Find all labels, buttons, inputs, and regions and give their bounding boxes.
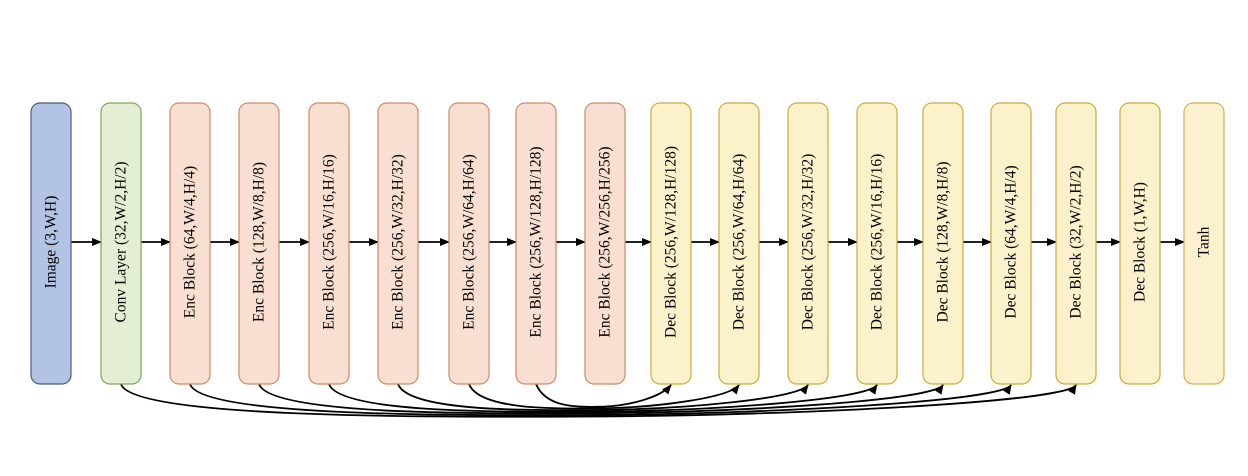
block-enc5: Enc Block (256,W/64,H/64): [448, 102, 490, 385]
block-label-dec6: Dec Block (64,W/4,H/4): [1003, 165, 1020, 318]
block-enc4: Enc Block (256,W/32,H/32): [377, 102, 419, 385]
block-dec7: Dec Block (32,W/2,H/2): [1055, 102, 1097, 385]
block-box-dec1: [650, 102, 692, 385]
block-label-image: Image (3,W,H): [43, 196, 60, 289]
block-box-dec4: [856, 102, 898, 385]
block-label-dec7: Dec Block (32,W/2,H/2): [1068, 165, 1085, 318]
block-label-dec1: Dec Block (256,W/128,H/128): [663, 146, 680, 338]
block-dec4: Dec Block (256,W/16,H/16): [856, 102, 898, 385]
block-dec1: Dec Block (256,W/128,H/128): [650, 102, 692, 385]
block-box-enc5: [448, 102, 490, 385]
block-box-dec3: [787, 102, 829, 385]
block-box-tanh: [1183, 102, 1225, 385]
block-tanh: Tanh: [1183, 102, 1225, 385]
block-box-dec7: [1055, 102, 1097, 385]
block-label-enc7: Enc Block (256,W/256,H/256): [597, 146, 614, 337]
block-label-enc2: Enc Block (128,W/8,H/8): [251, 162, 268, 322]
block-label-dec4: Dec Block (256,W/16,H/16): [869, 154, 886, 331]
block-label-enc6: Enc Block (256,W/128,H/128): [528, 146, 545, 337]
block-label-enc5: Enc Block (256,W/64,H/64): [461, 154, 478, 330]
skip-arrow-enc2-to-dec5: [258, 383, 944, 415]
skip-arrow-enc4-to-dec3: [397, 383, 809, 412]
skip-arrow-enc6-to-dec1: [535, 383, 672, 408]
block-conv: Conv Layer (32,W/2,H/2): [100, 102, 142, 385]
block-label-tanh: Tanh: [1196, 226, 1213, 257]
block-box-image: [30, 102, 72, 385]
block-enc1: Enc Block (64,W/4,H/4): [169, 102, 211, 385]
block-dec2: Dec Block (256,W/64,H/64): [718, 102, 760, 385]
network-blocks: Image (3,W,H) Conv Layer (32,W/2,H/2) Enc …: [30, 102, 1225, 385]
block-label-conv: Conv Layer (32,W/2,H/2): [113, 162, 130, 323]
block-enc2: Enc Block (128,W/8,H/8): [238, 102, 280, 385]
block-enc7: Enc Block (256,W/256,H/256): [584, 102, 626, 385]
block-label-dec8: Dec Block (1,W,H): [1132, 182, 1149, 302]
skip-connections: [120, 383, 1077, 418]
block-box-dec6: [990, 102, 1032, 385]
block-box-enc3: [308, 102, 350, 385]
block-dec5: Dec Block (128,W/8,H/8): [922, 102, 964, 385]
block-image: Image (3,W,H): [30, 102, 72, 385]
block-label-enc4: Enc Block (256,W/32,H/32): [390, 154, 407, 330]
skip-arrow-enc5-to-dec2: [468, 383, 740, 410]
block-box-enc1: [169, 102, 211, 385]
skip-arrow-enc1-to-dec6: [189, 383, 1012, 417]
block-dec3: Dec Block (256,W/32,H/32): [787, 102, 829, 385]
block-enc3: Enc Block (256,W/16,H/16): [308, 102, 350, 385]
block-box-enc6: [515, 102, 557, 385]
block-label-enc1: Enc Block (64,W/4,H/4): [182, 166, 199, 318]
block-box-enc2: [238, 102, 280, 385]
skip-arrow-conv-to-dec7: [120, 383, 1077, 418]
block-label-dec5: Dec Block (128,W/8,H/8): [935, 162, 952, 323]
block-box-dec8: [1119, 102, 1161, 385]
block-enc6: Enc Block (256,W/128,H/128): [515, 102, 557, 385]
block-dec6: Dec Block (64,W/4,H/4): [990, 102, 1032, 385]
block-label-dec2: Dec Block (256,W/64,H/64): [731, 154, 748, 331]
block-label-enc3: Enc Block (256,W/16,H/16): [321, 154, 338, 330]
block-box-enc4: [377, 102, 419, 385]
block-label-dec3: Dec Block (256,W/32,H/32): [800, 154, 817, 331]
skip-arrow-enc3-to-dec4: [328, 383, 878, 413]
block-box-conv: [100, 102, 142, 385]
block-box-dec5: [922, 102, 964, 385]
block-dec8: Dec Block (1,W,H): [1119, 102, 1161, 385]
block-box-dec2: [718, 102, 760, 385]
block-box-enc7: [584, 102, 626, 385]
